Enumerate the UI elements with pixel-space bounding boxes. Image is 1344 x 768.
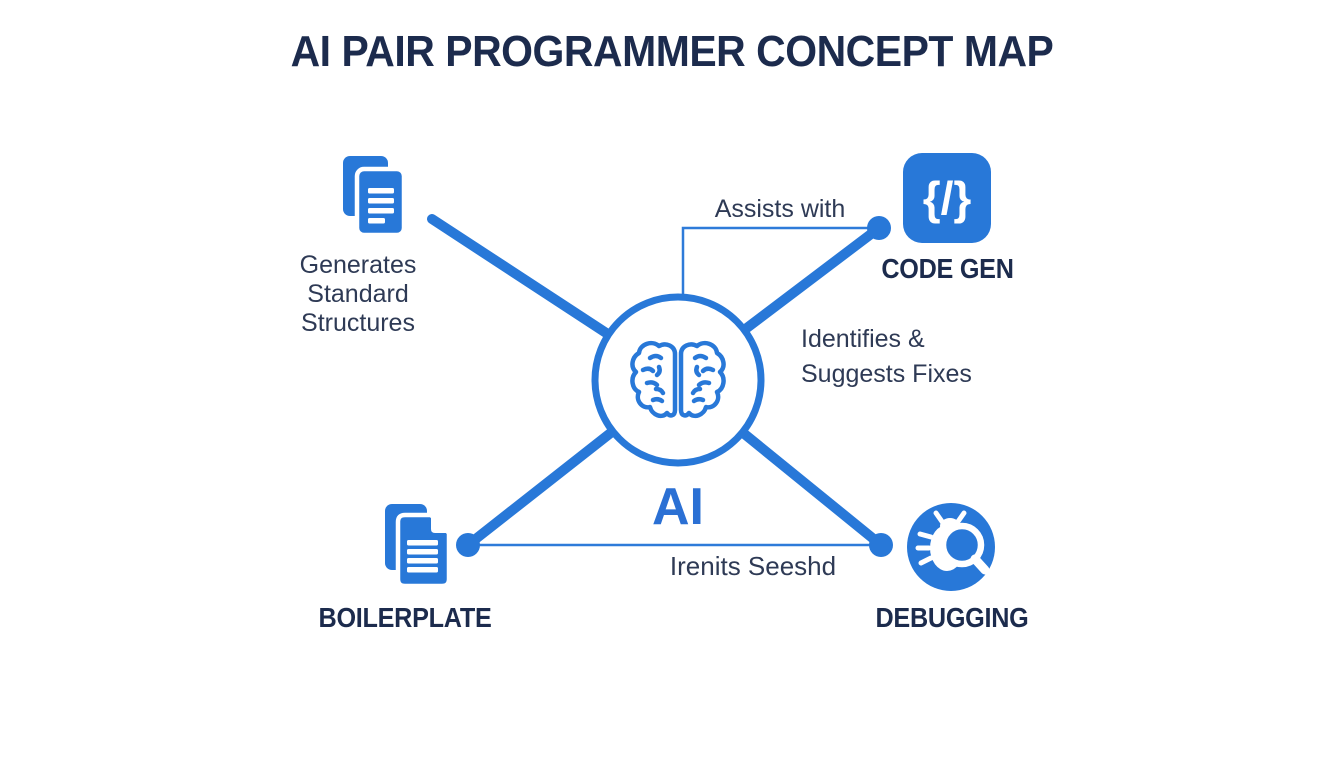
brain-icon [630,343,723,416]
code-gen-label: CODE GEN [881,253,1014,284]
dot-code-gen [867,216,891,240]
code-braces-glyph: {/} [923,172,972,224]
boilerplate-label: BOILERPLATE [318,602,492,633]
connector-dots [456,216,893,557]
ai-hub-circle [591,293,765,467]
assists-with-label: Assists with [714,195,846,223]
ai-hub-label: AI [652,478,704,536]
generates-standard-line2: Structures [301,309,415,337]
identifies-fixes-line2: Suggests Fixes [801,360,972,388]
generates-standard-line1: Generates Standard [299,251,417,308]
dot-debugging [869,533,893,557]
identifies-fixes-line1: Identifies & [801,325,925,353]
document-stack-icon [343,156,407,238]
generates-standard-label: Generates Standard Structures [248,251,468,338]
identifies-fixes-label: Identifies & Suggests Fixes [801,322,1021,392]
bottom-edge-label: Irenits Seeshd [669,551,837,581]
page-title: AI PAIR PROGRAMMER CONCEPT MAP [290,27,1054,76]
debugging-label: DEBUGGING [875,602,1029,633]
code-brackets-icon: {/} [903,153,991,243]
dot-boilerplate [456,533,480,557]
bug-magnifier-icon [907,503,995,591]
document-copy-icon [385,504,452,589]
